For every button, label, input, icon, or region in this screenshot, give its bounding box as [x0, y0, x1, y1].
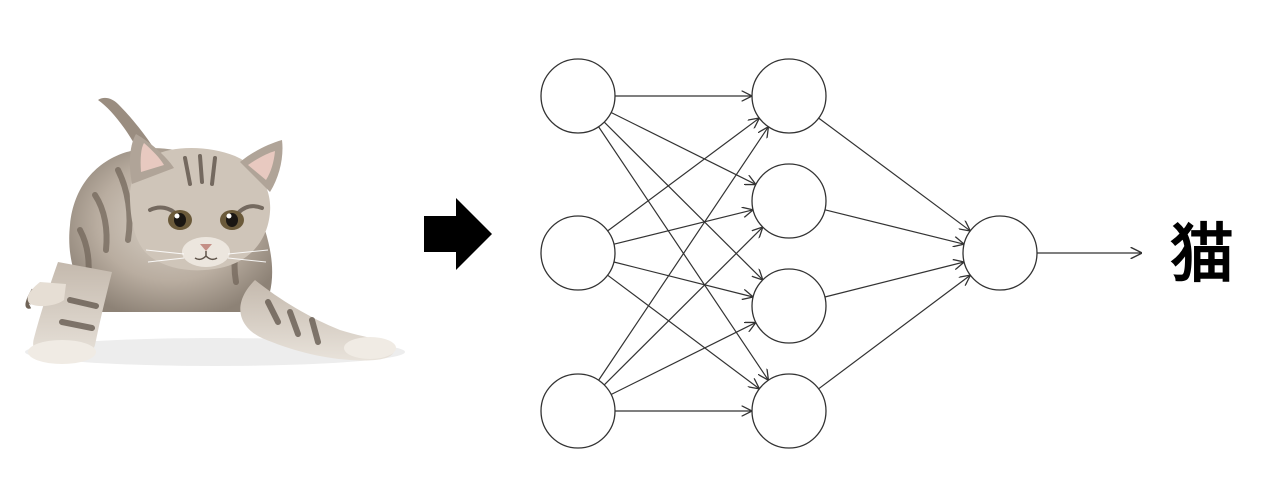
right-arrow-icon: [424, 198, 492, 270]
connection-input-1-to-hidden-2: [610, 111, 755, 184]
connection-hidden-1-to-output-1: [818, 117, 970, 230]
network-nodes: [540, 58, 1038, 449]
input-node-2: [540, 215, 616, 291]
hidden-node-1: [751, 58, 827, 134]
connection-hidden-2-to-output-1: [824, 209, 963, 244]
connection-hidden-4-to-output-1: [818, 276, 970, 390]
connection-input-2-to-hidden-4: [607, 274, 759, 388]
connection-input-2-to-hidden-2: [613, 210, 752, 245]
connection-input-1-to-hidden-3: [603, 121, 762, 279]
kitten-photo: [25, 97, 405, 366]
network-connections: [598, 96, 970, 411]
connection-input-2-to-hidden-3: [613, 261, 752, 297]
input-node-1: [540, 58, 616, 134]
connection-input-3-to-hidden-3: [610, 323, 755, 396]
connection-input-2-to-hidden-1: [607, 119, 759, 232]
connection-input-3-to-hidden-1: [598, 128, 768, 381]
hidden-node-3: [751, 268, 827, 344]
output-node-1: [962, 215, 1038, 291]
hidden-node-4: [751, 373, 827, 449]
connection-hidden-3-to-output-1: [824, 262, 963, 298]
connection-input-3-to-hidden-2: [603, 228, 762, 386]
output-label: 猫: [1170, 218, 1234, 292]
hidden-node-2: [751, 163, 827, 239]
input-node-3: [540, 373, 616, 449]
